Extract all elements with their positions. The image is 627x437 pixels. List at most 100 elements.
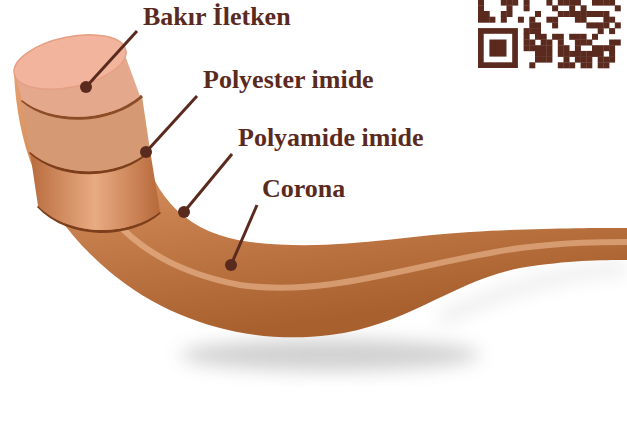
qr-module	[552, 22, 558, 28]
qr-module	[592, 11, 598, 17]
qr-module	[535, 11, 541, 17]
qr-module	[581, 62, 587, 68]
qr-module	[552, 17, 558, 23]
qr-module	[558, 0, 564, 6]
part-label: Corona	[262, 175, 345, 204]
qr-module	[592, 45, 598, 51]
qr-module	[603, 22, 609, 28]
qr-module	[569, 34, 575, 40]
qr-module	[603, 45, 609, 51]
qr-module	[603, 0, 609, 6]
qr-module	[546, 57, 552, 63]
leader-line	[184, 154, 232, 212]
qr-module	[603, 11, 609, 17]
qr-module	[569, 5, 575, 11]
qr-module	[541, 34, 547, 40]
qr-module	[489, 17, 495, 23]
qr-module	[558, 51, 564, 57]
qr-module	[541, 45, 547, 51]
qr-module	[592, 22, 598, 28]
qr-module	[603, 62, 609, 68]
qr-module	[564, 11, 570, 17]
qr-module	[609, 17, 615, 23]
qr-module	[541, 57, 547, 63]
qr-module	[598, 28, 604, 34]
qr-module	[546, 40, 552, 46]
qr-module	[586, 62, 592, 68]
qr-module	[535, 57, 541, 63]
qr-module	[609, 57, 615, 63]
qr-module	[575, 57, 581, 63]
qr-module	[478, 0, 484, 6]
qr-module	[507, 11, 513, 17]
qr-module	[609, 40, 615, 46]
qr-module	[535, 45, 541, 51]
qr-module	[507, 5, 513, 11]
qr-module	[529, 62, 535, 68]
qr-module	[478, 5, 484, 11]
qr-module	[546, 51, 552, 57]
qr-module	[575, 17, 581, 23]
qr-module	[598, 11, 604, 17]
qr-module	[575, 40, 581, 46]
qr-module	[569, 11, 575, 17]
qr-module	[603, 17, 609, 23]
leader-line	[86, 31, 137, 87]
qr-module	[535, 22, 541, 28]
qr-module	[529, 40, 535, 46]
qr-module	[558, 62, 564, 68]
qr-module	[524, 40, 530, 46]
qr-module	[603, 57, 609, 63]
qr-module	[564, 45, 570, 51]
qr-module	[501, 0, 507, 6]
part-label: Polyamide imide	[238, 124, 424, 153]
qr-module	[609, 0, 615, 6]
leader-dot	[80, 81, 92, 93]
qr-module	[558, 45, 564, 51]
qr-module	[615, 22, 621, 28]
qr-module	[575, 34, 581, 40]
wire-highlight	[80, 150, 627, 288]
qr-module	[484, 17, 490, 23]
qr-module	[586, 40, 592, 46]
qr-module	[501, 17, 507, 23]
qr-module	[586, 51, 592, 57]
qr-module	[575, 11, 581, 17]
qr-module	[581, 51, 587, 57]
qr-module	[581, 11, 587, 17]
qr-module	[535, 51, 541, 57]
qr-module	[609, 28, 615, 34]
qr-module	[598, 0, 604, 6]
qr-module	[598, 45, 604, 51]
qr-module	[598, 57, 604, 63]
qr-module	[552, 34, 558, 40]
qr-module	[512, 0, 518, 6]
qr-module	[524, 5, 530, 11]
qr-module	[581, 17, 587, 23]
qr-module	[581, 57, 587, 63]
qr-module	[524, 45, 530, 51]
qr-module	[564, 0, 570, 6]
qr-module	[581, 5, 587, 11]
qr-module	[598, 62, 604, 68]
shadow	[180, 339, 480, 371]
qr-module	[564, 57, 570, 63]
qr-module	[598, 51, 604, 57]
qr-module	[615, 5, 621, 11]
qr-module	[524, 34, 530, 40]
qr-module	[609, 45, 615, 51]
qr-module	[535, 28, 541, 34]
qr-module	[478, 17, 484, 23]
qr-module	[507, 0, 513, 6]
qr-code	[478, 0, 621, 68]
qr-finder-core	[489, 40, 506, 57]
qr-module	[581, 40, 587, 46]
qr-module	[518, 17, 524, 23]
qr-module	[592, 0, 598, 6]
qr-module	[478, 11, 484, 17]
qr-module	[609, 51, 615, 57]
qr-module	[524, 28, 530, 34]
qr-module	[484, 11, 490, 17]
qr-module	[569, 51, 575, 57]
qr-module	[569, 0, 575, 6]
